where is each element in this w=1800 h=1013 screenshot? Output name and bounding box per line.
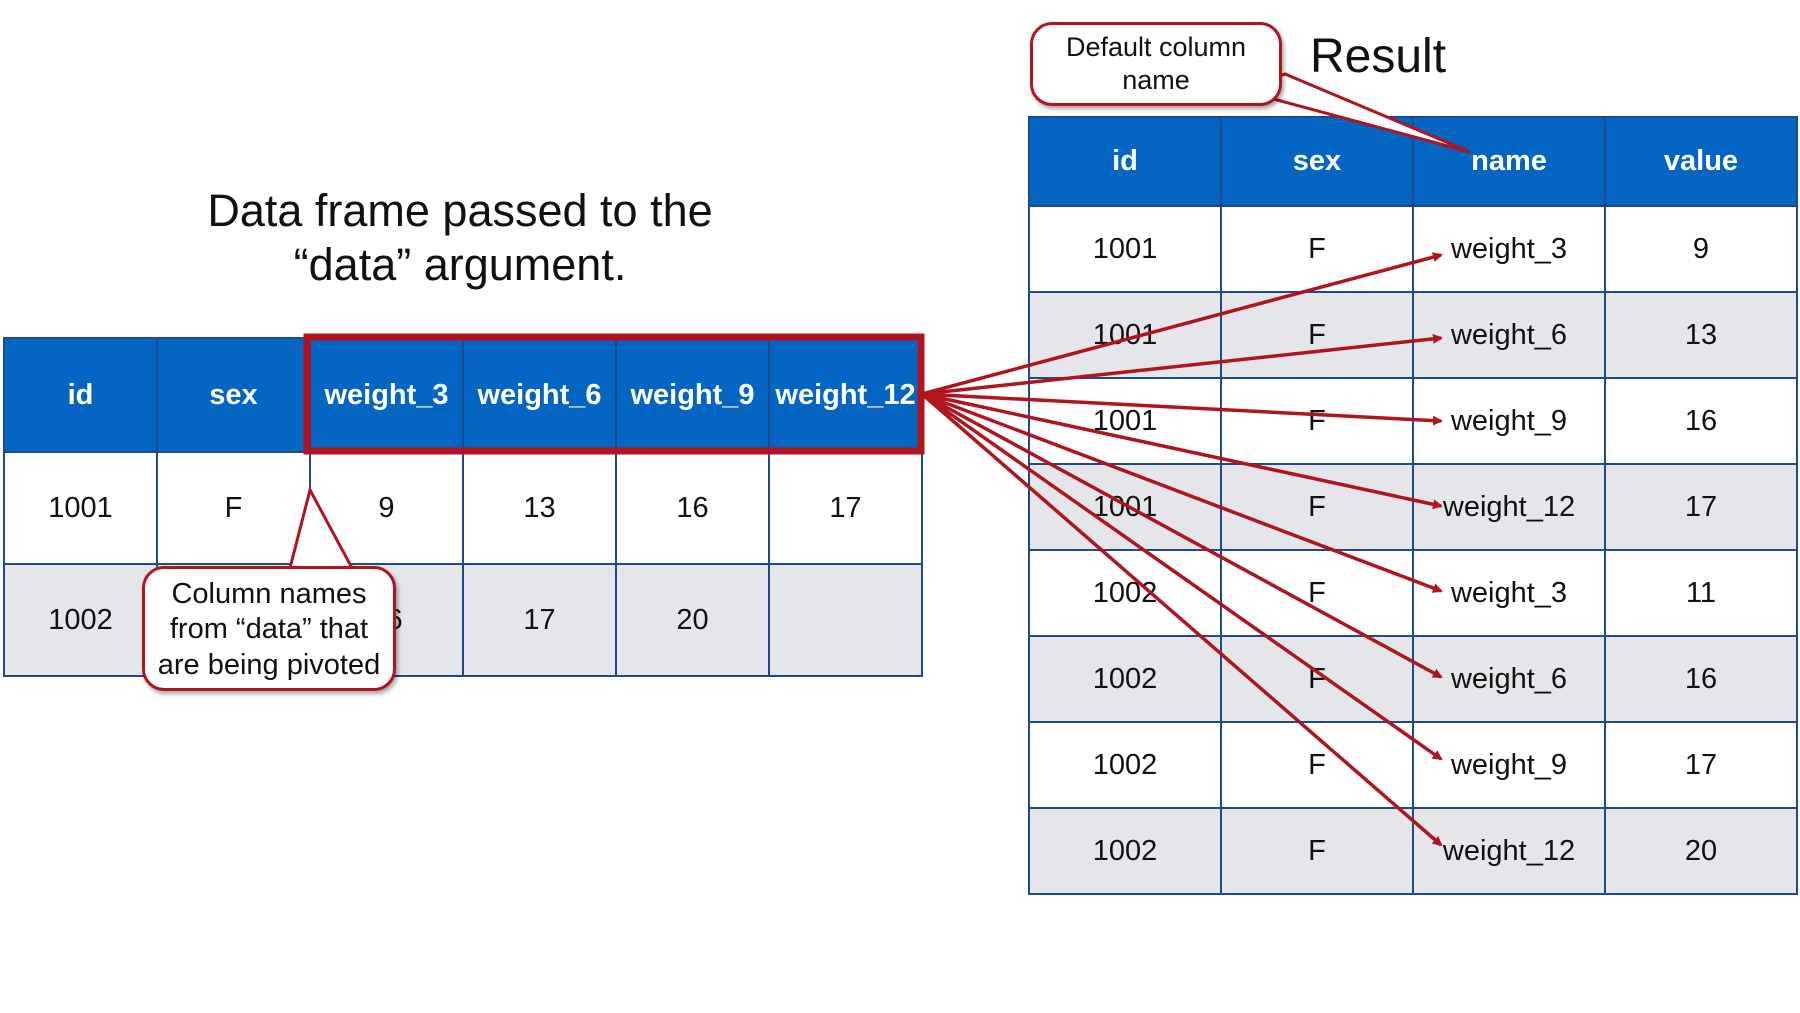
result-heading: Result (1310, 30, 1447, 83)
table-row: 1001 F weight_6 13 (1028, 291, 1798, 379)
table-row: 1002 F weight_9 17 (1028, 721, 1798, 809)
table-cell: 1002 (1028, 807, 1222, 895)
default-column-name-callout: Default column name (1030, 22, 1282, 106)
table-cell: 1002 (1028, 721, 1222, 809)
pivoted-columns-callout: Column names from “data” that are being … (142, 566, 396, 691)
table-cell: 1001 (3, 451, 158, 565)
table-cell: F (1220, 205, 1414, 293)
table-cell: 1002 (1028, 549, 1222, 637)
source-heading: Data frame passed to the “data” argument… (140, 184, 780, 292)
table-cell: 13 (1604, 291, 1798, 379)
table-cell: 16 (1604, 377, 1798, 465)
source-header-row: id sex weight_3 weight_6 weight_9 weight… (3, 337, 923, 453)
source-heading-line1: Data frame passed to the (207, 185, 713, 236)
table-cell: 1002 (1028, 635, 1222, 723)
table-cell: 16 (615, 451, 770, 565)
table-cell: 16 (1604, 635, 1798, 723)
source-heading-line2: “data” argument. (293, 239, 627, 290)
table-cell: 1001 (1028, 377, 1222, 465)
table-cell: 20 (1604, 807, 1798, 895)
source-header-id: id (3, 337, 158, 453)
table-cell: weight_12 (1412, 463, 1606, 551)
table-cell: weight_3 (1412, 549, 1606, 637)
table-cell: weight_9 (1412, 721, 1606, 809)
table-cell: F (1220, 807, 1414, 895)
table-cell: F (1220, 549, 1414, 637)
result-data-frame: id sex name value 1001 F weight_3 9 1001… (1028, 116, 1798, 895)
table-row: 1001 F weight_12 17 (1028, 463, 1798, 551)
table-row: 1001 F 9 13 16 17 (3, 451, 923, 565)
table-cell: F (1220, 377, 1414, 465)
table-cell: weight_12 (1412, 807, 1606, 895)
callout-line: Default column (1065, 32, 1247, 62)
source-header-weight-6: weight_6 (462, 337, 617, 453)
table-row: 1002 F weight_12 20 (1028, 807, 1798, 895)
table-cell: 1002 (3, 563, 158, 677)
callout-line: name (1122, 64, 1190, 95)
source-header-weight-12: weight_12 (768, 337, 923, 453)
table-cell: F (1220, 721, 1414, 809)
table-cell: 9 (309, 451, 464, 565)
table-cell: weight_3 (1412, 205, 1606, 293)
table-row: 1002 F weight_6 16 (1028, 635, 1798, 723)
table-cell: 9 (1604, 205, 1798, 293)
table-cell: 13 (462, 451, 617, 565)
table-cell: 17 (1604, 721, 1798, 809)
table-cell: 1001 (1028, 205, 1222, 293)
table-cell: 20 (615, 563, 770, 677)
table-cell: F (1220, 291, 1414, 379)
result-header-id: id (1028, 116, 1222, 207)
table-cell: 17 (462, 563, 617, 677)
table-cell: F (1220, 635, 1414, 723)
source-header-sex: sex (156, 337, 311, 453)
source-data-frame: id sex weight_3 weight_6 weight_9 weight… (3, 337, 923, 677)
table-cell: weight_9 (1412, 377, 1606, 465)
result-header-value: value (1604, 116, 1798, 207)
result-header-name: name (1412, 116, 1606, 207)
table-cell: weight_6 (1412, 635, 1606, 723)
table-cell: F (156, 451, 311, 565)
result-header-sex: sex (1220, 116, 1414, 207)
table-cell: 17 (768, 451, 923, 565)
table-row: 1002 F weight_3 11 (1028, 549, 1798, 637)
table-cell: 17 (1604, 463, 1798, 551)
table-cell: 1001 (1028, 291, 1222, 379)
source-header-weight-9: weight_9 (615, 337, 770, 453)
callout-line: from “data” that (169, 613, 369, 646)
table-cell (768, 563, 923, 677)
callout-line: Column names (171, 578, 367, 610)
result-header-row: id sex name value (1028, 116, 1798, 207)
table-cell: weight_6 (1412, 291, 1606, 379)
table-cell: 11 (1604, 549, 1798, 637)
table-row: 1001 F weight_3 9 (1028, 205, 1798, 293)
table-cell: 1001 (1028, 463, 1222, 551)
callout-line: are being pivoted (157, 648, 381, 681)
table-cell: F (1220, 463, 1414, 551)
table-row: 1001 F weight_9 16 (1028, 377, 1798, 465)
source-header-weight-3: weight_3 (309, 337, 464, 453)
